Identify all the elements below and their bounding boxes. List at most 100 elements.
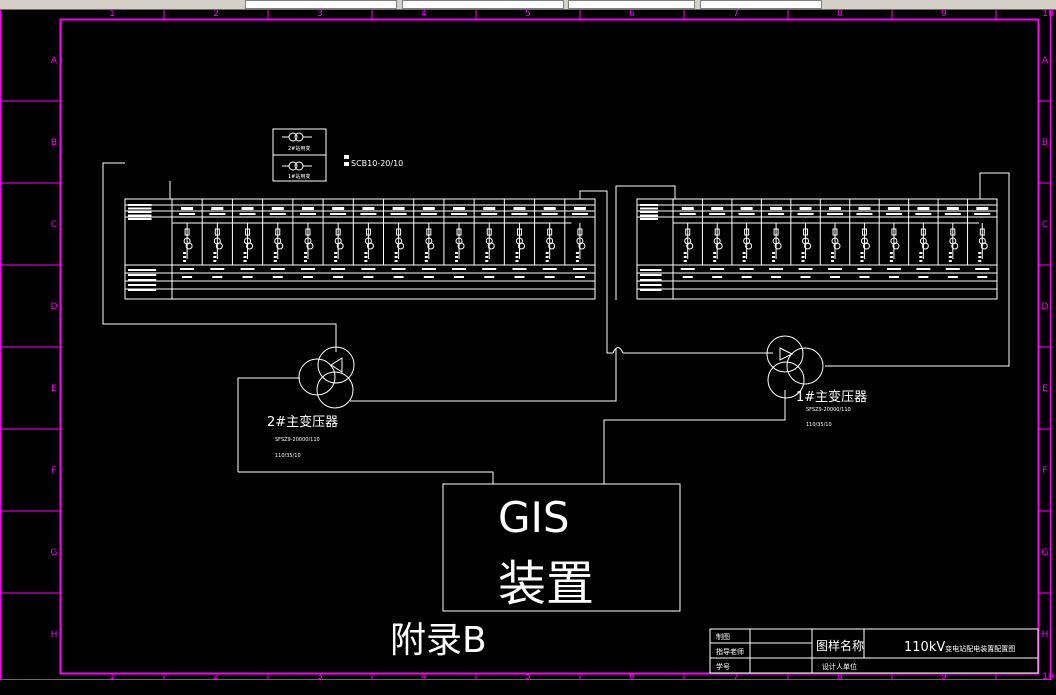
- panel-header-mark: [679, 213, 696, 215]
- toolbar-field[interactable]: [700, 0, 822, 9]
- panel-footer-mark: [423, 276, 434, 278]
- panel-footer-mark: [682, 276, 693, 278]
- panel-header-mark: [211, 207, 224, 210]
- panel-footer-mark: [975, 268, 990, 270]
- ruler-column-label: 9: [941, 9, 947, 19]
- panel-footer-mark: [514, 276, 525, 278]
- panel-header-mark: [390, 213, 407, 215]
- panel-footer-mark: [210, 268, 225, 270]
- title-block-drawing-name-label: 图样名称: [816, 638, 864, 653]
- main-transformer-1-title: 1#主变压器: [796, 389, 867, 405]
- ruler-row-label: G: [1042, 548, 1049, 558]
- panel-header-mark: [209, 213, 226, 215]
- ruler-column-label: 2: [213, 9, 219, 19]
- ruler-column-label: 3: [317, 9, 323, 19]
- panel-footer-mark: [977, 276, 988, 278]
- ruler-column-label: 6: [629, 9, 635, 19]
- ruler-column-label: 10: [1042, 9, 1054, 19]
- ruler-row-label: D: [51, 302, 58, 312]
- gis-device-label: 装置: [498, 556, 594, 612]
- panel-footer-mark: [393, 276, 404, 278]
- panel-header-mark: [711, 207, 724, 210]
- panel-header-mark: [915, 213, 932, 215]
- panel-header-mark: [392, 207, 405, 210]
- panel-footer-mark: [544, 276, 555, 278]
- panel-footer-mark: [272, 276, 283, 278]
- panel-header-mark: [829, 207, 841, 210]
- panel-footer-mark: [769, 268, 784, 270]
- station-transformer-box: [272, 128, 327, 182]
- ruler-row-label: A: [1042, 56, 1049, 66]
- panel-header-mark: [856, 213, 873, 215]
- panel-header-mark: [738, 213, 755, 215]
- ruler-column-label: 5: [525, 672, 531, 682]
- ruler-column-label: 8: [837, 9, 843, 19]
- panel-header-mark: [483, 207, 496, 210]
- ruler-row-label: B: [1042, 138, 1048, 148]
- ruler-row-label: C: [51, 220, 57, 230]
- main-transformer-1-model: SFSZ9-20000/110: [806, 407, 851, 413]
- panel-header-mark: [269, 213, 286, 215]
- panel-footer-mark: [741, 276, 752, 278]
- panel-footer-mark: [333, 276, 344, 278]
- main-transformer-2-symbol: [298, 346, 355, 409]
- panel-footer-mark: [482, 268, 497, 270]
- panel-footer-mark: [712, 276, 723, 278]
- panel-header-mark: [543, 207, 556, 210]
- panel-header-mark: [768, 213, 785, 215]
- panel-header-mark: [946, 207, 959, 210]
- panel-footer-mark: [242, 276, 253, 278]
- panel-footer-mark: [828, 268, 842, 270]
- panel-footer-mark: [240, 268, 255, 270]
- toolbar-field[interactable]: [568, 0, 695, 9]
- ruler-row-label: H: [51, 630, 58, 640]
- panel-header-mark: [571, 213, 588, 215]
- panel-footer-mark: [857, 268, 872, 270]
- main-transformer-2-model: SFSZ9-20000/110: [275, 437, 320, 443]
- panel-footer-mark: [680, 268, 695, 270]
- panel-header-mark: [181, 207, 194, 210]
- panel-header-mark: [301, 207, 314, 210]
- panel-header-mark: [481, 213, 498, 215]
- ruler-row-label: F: [1042, 466, 1047, 476]
- appendix-label: 附录B: [390, 620, 487, 661]
- toolbar-field[interactable]: [245, 0, 397, 9]
- main-transformer-2-title: 2#主变压器: [267, 414, 338, 430]
- title-block-advisor: 指导老师: [716, 647, 744, 656]
- ruler-row-label: H: [1042, 630, 1049, 640]
- panel-footer-mark: [300, 268, 315, 270]
- panel-footer-mark: [916, 268, 931, 270]
- ruler-column-label: 5: [525, 9, 531, 19]
- panel-header-mark: [944, 213, 961, 215]
- gis-box: [442, 483, 681, 612]
- panel-header-mark: [362, 207, 375, 210]
- title-block-drawing-name-prefix: 110kV: [904, 640, 945, 655]
- title-block-student-no: 学号: [716, 662, 730, 671]
- ruler-column-label: 6: [629, 672, 635, 682]
- panel-footer-mark: [945, 268, 960, 270]
- panel-header-mark: [885, 213, 902, 215]
- panel-footer-mark: [452, 268, 467, 270]
- panel-header-mark: [541, 213, 558, 215]
- main-transformer-1-ratio: 110/35/10: [806, 422, 832, 428]
- panel-header-mark: [858, 207, 871, 210]
- panel-header-mark: [513, 207, 526, 210]
- panel-header-mark: [511, 213, 528, 215]
- title-block-drawing-name-rest: 变电站配电装置配置图: [945, 644, 1015, 653]
- ruler-row-label: E: [1042, 384, 1048, 394]
- panel-header-mark: [797, 213, 814, 215]
- panel-footer-mark: [710, 268, 725, 270]
- wiring: [102, 162, 1010, 484]
- station-transformer-model: SCB10-20/10: [351, 159, 403, 168]
- panel-header-mark: [239, 213, 256, 215]
- toolbar-field[interactable]: [402, 0, 564, 9]
- panel-footer-mark: [182, 276, 193, 278]
- panel-header-mark: [827, 213, 843, 215]
- panel-header-mark: [974, 213, 991, 215]
- panel-footer-mark: [512, 268, 527, 270]
- panel-footer-mark: [391, 268, 406, 270]
- panel-footer-mark: [830, 276, 840, 278]
- ruler-row-label: F: [51, 466, 56, 476]
- panel-header-mark: [976, 207, 989, 210]
